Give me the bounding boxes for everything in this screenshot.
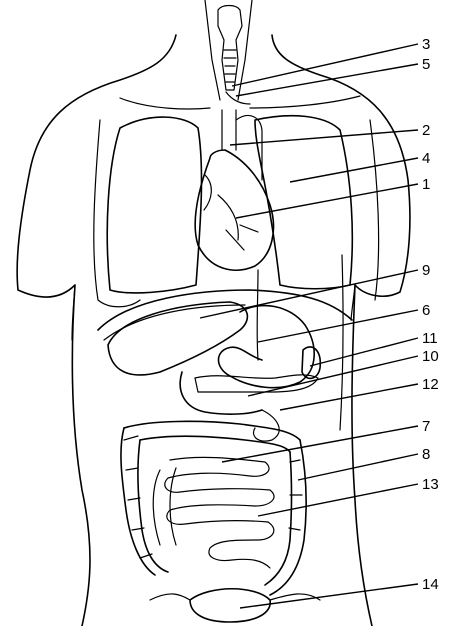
label-7: 7 [422, 418, 430, 435]
duodenum [180, 372, 279, 441]
leader-6 [258, 310, 418, 342]
bladder [150, 589, 320, 622]
label-5: 5 [422, 56, 430, 73]
label-10: 10 [422, 348, 439, 365]
leader-13 [258, 484, 418, 516]
spleen [302, 347, 320, 379]
label-2: 2 [422, 122, 430, 139]
label-14: 14 [422, 576, 439, 593]
leader-2 [230, 130, 418, 145]
leader-lines [200, 44, 418, 608]
right-lung [107, 117, 201, 293]
leader-12 [280, 384, 418, 410]
leader-5 [236, 64, 418, 96]
leader-11 [310, 338, 418, 366]
diaphragm [98, 290, 352, 340]
leader-14 [240, 584, 418, 608]
labels: 3 5 2 4 1 9 6 11 10 12 7 8 13 14 [422, 36, 439, 593]
heart [195, 110, 273, 270]
neck-structures [205, 0, 252, 104]
leader-8 [298, 454, 418, 480]
leader-4 [290, 158, 418, 182]
label-9: 9 [422, 262, 430, 279]
label-12: 12 [422, 376, 439, 393]
liver [108, 302, 247, 375]
leader-7 [222, 426, 418, 462]
torso-outline [17, 35, 410, 626]
label-6: 6 [422, 302, 430, 319]
leader-9 [200, 270, 418, 318]
label-11: 11 [422, 330, 438, 347]
leader-10 [248, 356, 418, 396]
label-8: 8 [422, 446, 430, 463]
large-intestine [121, 421, 306, 595]
aorta [257, 255, 343, 430]
small-intestine [153, 457, 274, 568]
label-3: 3 [422, 36, 430, 53]
label-1: 1 [422, 176, 430, 193]
label-13: 13 [422, 476, 439, 493]
label-4: 4 [422, 150, 430, 167]
